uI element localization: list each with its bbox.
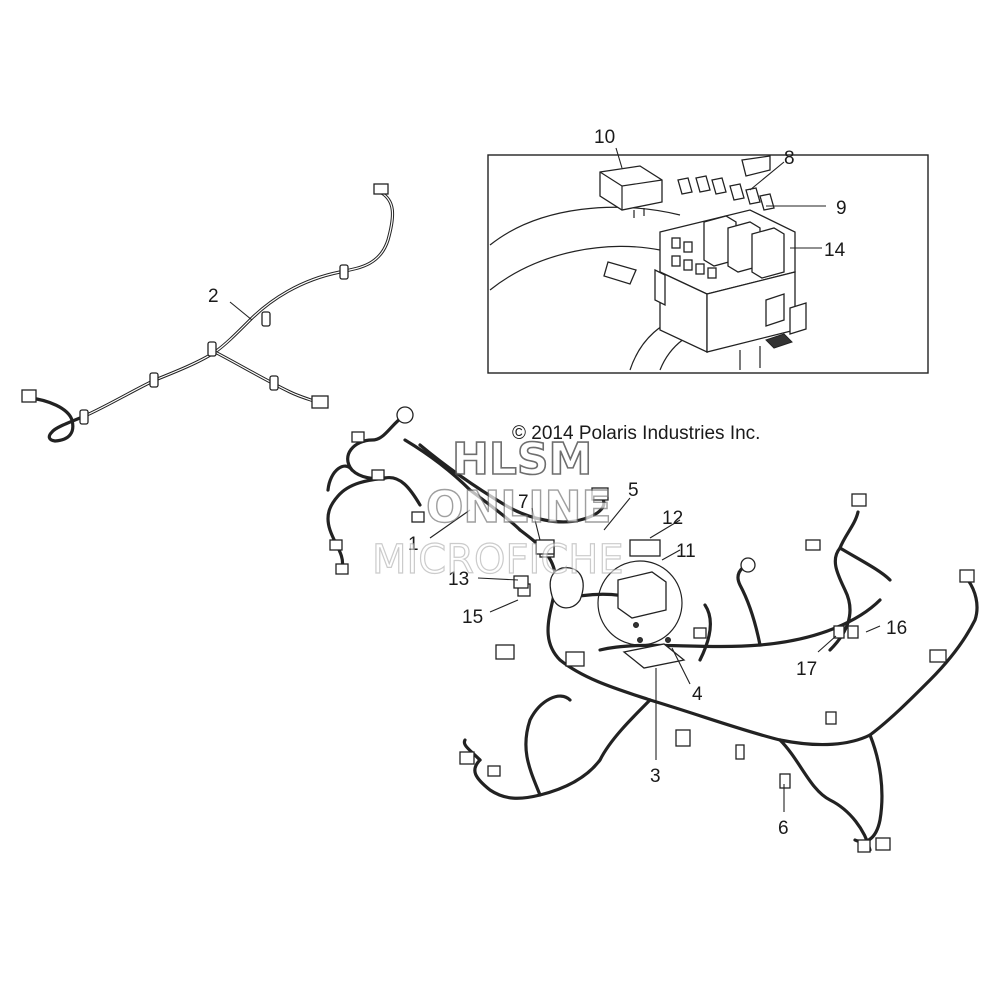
watermark-line-2: ONLINE [426,482,612,533]
callout-9: 9 [836,198,847,219]
watermark: HLSM ONLINE MICROFICHE [371,433,624,583]
callout-6: 6 [778,818,789,839]
callout-1: 1 [408,534,419,555]
callout-11: 11 [676,541,696,562]
callout-7: 7 [518,492,529,513]
callout-8: 8 [784,148,795,169]
callout-15: 15 [462,607,483,628]
callout-16: 16 [886,618,907,639]
harness-2 [21,183,395,443]
watermark-line-3: MICROFICHE [372,537,624,583]
callout-4: 4 [692,684,703,705]
callout-5: 5 [628,480,639,501]
callout-12: 12 [662,508,683,529]
copyright-notice: © 2014 Polaris Industries Inc. [512,423,760,444]
main-harness [326,406,979,853]
fuse-box-inset [487,154,929,374]
callout-13: 13 [448,569,469,590]
callout-14: 14 [824,240,846,261]
leader-lines [229,147,881,812]
watermark-line-1: HLSM [452,434,592,485]
callout-17: 17 [796,659,817,680]
callout-2: 2 [208,286,219,307]
callout-labels: 1 2 3 4 5 6 7 8 9 10 11 12 13 14 15 16 1… [208,127,907,839]
callout-3: 3 [650,766,661,787]
fuse-row [677,175,775,211]
callout-10: 10 [594,127,615,148]
fuse-box-body [654,209,807,370]
relay-10 [599,165,663,218]
